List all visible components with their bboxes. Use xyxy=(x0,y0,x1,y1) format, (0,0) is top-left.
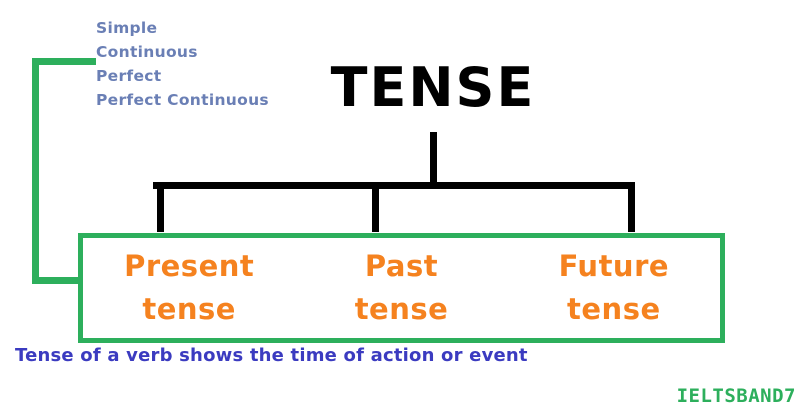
watermark: IELTSBAND7 xyxy=(676,385,796,407)
connector-horizontal-bar xyxy=(153,182,635,189)
connector-leg-future xyxy=(628,189,635,232)
aspect-item-perfect-continuous: Perfect Continuous xyxy=(96,91,269,109)
tense-cell-past: Past tense xyxy=(295,245,507,331)
aspect-item-simple: Simple xyxy=(96,19,158,37)
tense-label-present-line2: tense xyxy=(142,292,236,326)
aspect-item-perfect: Perfect xyxy=(96,67,162,85)
diagram-caption: Tense of a verb shows the time of action… xyxy=(15,345,528,366)
connector-stem xyxy=(430,132,437,188)
tense-cell-future: Future tense xyxy=(508,245,720,331)
aspect-list: Simple Continuous Perfect Perfect Contin… xyxy=(96,16,326,112)
connector-leg-past xyxy=(372,189,379,232)
tense-label-future-line2: tense xyxy=(567,292,661,326)
page-title: TENSE xyxy=(330,56,536,119)
tense-label-past-line2: tense xyxy=(354,292,449,326)
bracket-top-segment xyxy=(32,58,96,65)
bracket-bottom-segment xyxy=(32,277,82,284)
connector-leg-present xyxy=(157,189,164,232)
tense-label-future-line1: Future xyxy=(558,249,670,283)
tense-box: Present tense Past tense Future tense xyxy=(78,233,725,343)
tense-cell-present: Present tense xyxy=(83,245,295,331)
tense-label-present-line1: Present xyxy=(124,249,255,283)
tense-label-past-line1: Past xyxy=(364,249,439,283)
bracket-vertical-segment xyxy=(32,58,39,284)
aspect-item-continuous: Continuous xyxy=(96,43,198,61)
